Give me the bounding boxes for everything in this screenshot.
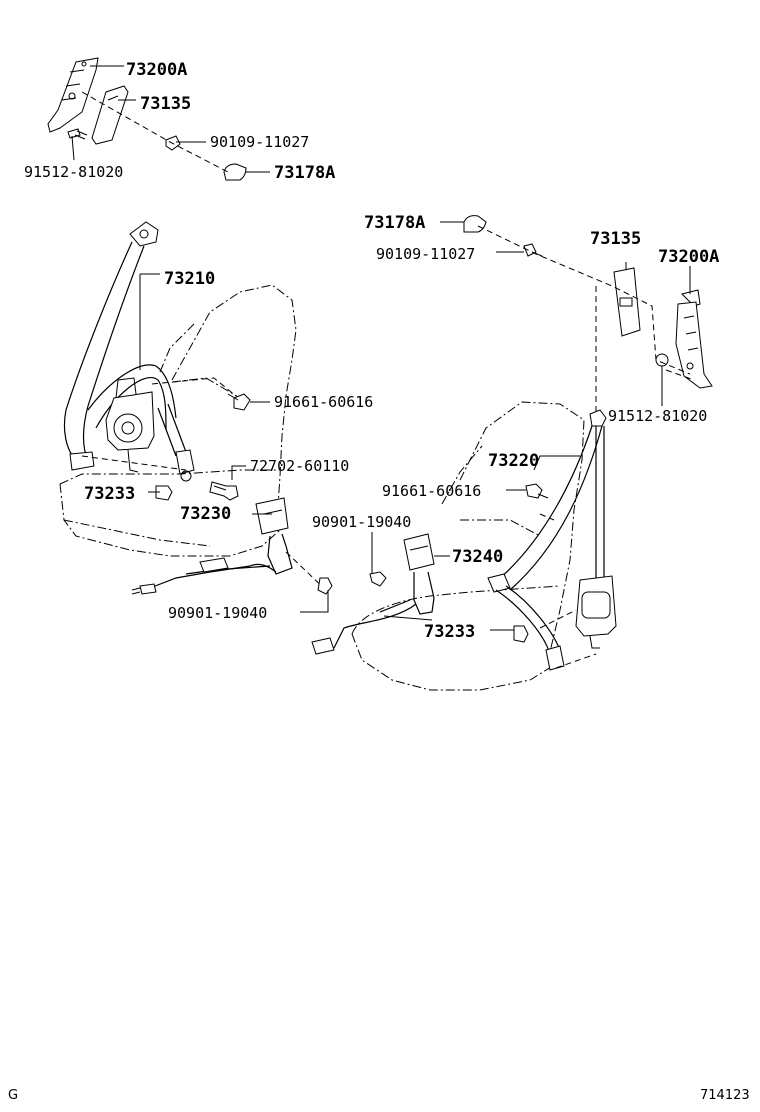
top-anchor-assembly xyxy=(47,57,247,181)
label-90901-left: 90901-19040 xyxy=(168,604,267,622)
label-73200a-right: 73200A xyxy=(658,247,719,267)
right-seat-belt-73220 xyxy=(487,409,617,671)
label-90901-right: 90901-19040 xyxy=(312,513,411,531)
footer-code: G xyxy=(8,1088,18,1103)
label-91512-right: 91512-81020 xyxy=(608,407,707,425)
label-73233-left: 73233 xyxy=(84,484,135,504)
label-72702-left: 72702-60110 xyxy=(250,457,349,475)
label-73178a-right: 73178A xyxy=(364,213,425,233)
diagram-number: 714123 xyxy=(700,1088,750,1103)
left-cap-73233 xyxy=(155,485,173,501)
label-73178a-top: 73178A xyxy=(274,163,335,183)
label-90109-top: 90109-11027 xyxy=(210,133,309,151)
label-73233-right: 73233 xyxy=(424,622,475,642)
left-buckle-73230 xyxy=(131,497,333,595)
label-73240: 73240 xyxy=(452,547,503,567)
right-bolt-90901 xyxy=(369,571,387,587)
label-73230-left: 73230 xyxy=(180,504,231,524)
label-73135-right: 73135 xyxy=(590,229,641,249)
label-73200a-top: 73200A xyxy=(126,60,187,80)
label-73210: 73210 xyxy=(164,269,215,289)
left-bolt-72702 xyxy=(209,481,239,501)
right-top-anchor-assembly xyxy=(463,215,713,418)
label-73220: 73220 xyxy=(488,451,539,471)
right-bolt-91661 xyxy=(525,483,549,499)
label-91661-right: 91661-60616 xyxy=(382,482,481,500)
right-seat xyxy=(351,401,585,691)
label-73135-top: 73135 xyxy=(140,94,191,114)
left-bolt-91661 xyxy=(227,393,251,411)
right-cap-73233 xyxy=(513,625,529,643)
label-91512-top: 91512-81020 xyxy=(24,163,123,181)
label-90109-right: 90109-11027 xyxy=(376,245,475,263)
right-buckle-73240 xyxy=(311,533,435,655)
leader-lines xyxy=(71,65,691,631)
label-91661-left: 91661-60616 xyxy=(274,393,373,411)
left-seat-belt-73210 xyxy=(63,221,237,482)
